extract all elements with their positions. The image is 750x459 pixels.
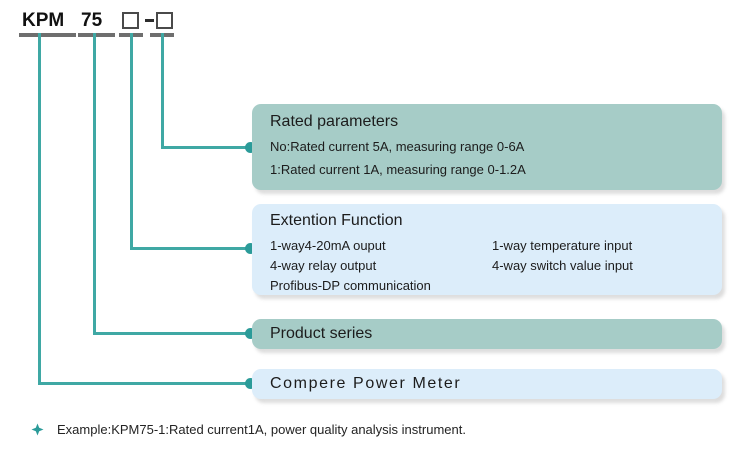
- connector-hline-rated: [161, 146, 253, 149]
- connector-dot-extention: [245, 243, 256, 254]
- box-rated-parameters-line-2: 1:Rated current 1A, measuring range 0-1.…: [270, 162, 526, 177]
- box-product-series: [252, 319, 722, 349]
- code-segment-rated-box[interactable]: [156, 12, 173, 29]
- box-extention-function-col2-line-1: 1-way temperature input: [492, 238, 633, 253]
- connector-vline-rated: [161, 33, 164, 149]
- connector-hline-series: [93, 332, 253, 335]
- box-rated-parameters-title: Rated parameters: [270, 113, 399, 130]
- footer-example-text: Example:KPM75-1:Rated current1A, power q…: [57, 422, 466, 437]
- connector-hline-extention: [130, 247, 253, 250]
- box-product-series-label: Product series: [270, 325, 373, 342]
- code-segment-brand: KPM: [22, 10, 65, 31]
- box-extention-function-title: Extention Function: [270, 212, 403, 229]
- code-segment-extension-box[interactable]: [122, 12, 139, 29]
- box-rated-parameters: [252, 104, 722, 190]
- connector-vline-extention: [130, 33, 133, 250]
- box-extention-function-col1-line-1: 1-way4-20mA ouput: [270, 238, 386, 253]
- connector-dot-rated: [245, 142, 256, 153]
- connector-dot-meter: [245, 378, 256, 389]
- connector-hline-meter: [38, 382, 253, 385]
- box-compere-power-meter: [252, 369, 722, 399]
- diamond-bullet-icon: [31, 423, 44, 436]
- box-extention-function: [252, 204, 722, 295]
- box-compere-power-meter-label: Compere Power Meter: [270, 375, 462, 392]
- code-rule-series: [78, 33, 115, 37]
- connector-vline-series: [93, 33, 96, 335]
- box-extention-function-col1-line-2: 4-way relay output: [270, 258, 377, 273]
- connector-vline-meter: [38, 33, 41, 385]
- code-separator-dash: [145, 19, 154, 22]
- box-extention-function-col1-line-3: Profibus-DP communication: [270, 278, 431, 293]
- box-rated-parameters-line-1: No:Rated current 5A, measuring range 0-6…: [270, 139, 525, 154]
- connector-dot-series: [245, 328, 256, 339]
- code-segment-series: 75: [81, 10, 103, 31]
- box-extention-function-col2-line-2: 4-way switch value input: [492, 258, 633, 273]
- code-rule-brand: [19, 33, 76, 37]
